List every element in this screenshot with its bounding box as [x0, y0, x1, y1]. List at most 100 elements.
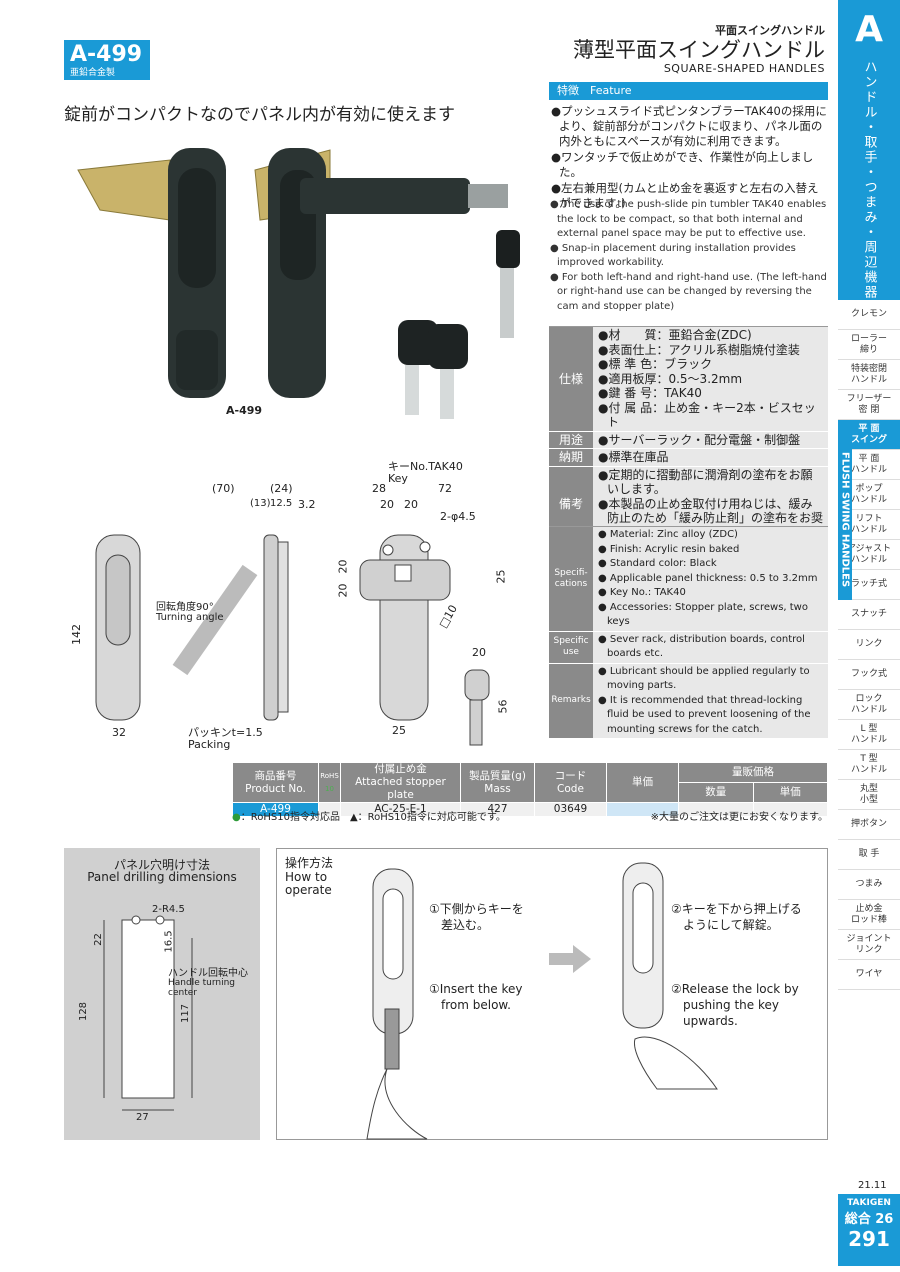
- spec-material: ●材 質：亜鉛合金(ZDC): [598, 328, 752, 342]
- packing-label: パッキンt=1.5: [188, 726, 263, 739]
- side-index-item[interactable]: フリーザー 密 閉: [838, 390, 900, 420]
- spec-accessories: ●付 属 品：止め金・キー2本・ビスセット: [598, 400, 816, 430]
- spec-thickness: ●適用板厚：0.5〜3.2mm: [598, 371, 743, 386]
- side-index-item[interactable]: 特装密閉 ハンドル: [838, 360, 900, 390]
- side-index-item[interactable]: L 型 ハンドル: [838, 720, 900, 750]
- cell-product: A-499: [232, 802, 319, 817]
- dim-3-2: 3.2: [298, 498, 316, 511]
- side-index-item[interactable]: ラッチ式: [838, 570, 900, 600]
- front-view-drawing: [359, 534, 451, 721]
- feature-jp-2: ●ワンタッチで仮止めができ、作業性が向上しました。: [551, 150, 814, 179]
- side-index-item[interactable]: 丸型 小型: [838, 780, 900, 810]
- side-index-item[interactable]: リフト ハンドル: [838, 510, 900, 540]
- drill-dim-16-5: 16.5: [163, 930, 175, 953]
- remark-en-1: ● Lubricant should be applied regularly …: [598, 665, 810, 692]
- side-vertical-label: FLUSH SWING HANDLES: [838, 440, 852, 600]
- spec-en-thickness: ● Applicable panel thickness: 0.5 to 3.2…: [598, 572, 818, 584]
- side-index-item[interactable]: アジャスト ハンドル: [838, 540, 900, 570]
- feature-jp-1: ●プッシュスライド式ピンタンブラーTAK40の採用により、錠前部分がコンパクトに…: [551, 104, 827, 148]
- headline: 錠前がコンパクトなのでパネル内が有効に使えます: [64, 105, 455, 125]
- footer-page-tab: TAKIGEN 総合 26 291: [838, 1194, 900, 1266]
- dim-20a: 20: [380, 498, 394, 511]
- operation-drawing: [366, 862, 718, 1140]
- side-index-item[interactable]: ローラー 締り: [838, 330, 900, 360]
- col-price: 単価: [606, 762, 679, 803]
- handle-photo-open: [254, 148, 520, 398]
- col-mass: 製品質量(g)Mass: [460, 762, 535, 803]
- feature-en-3: ● For both left-hand and right-hand use.…: [550, 271, 827, 312]
- spec-color: ●標 準 色：ブラック: [598, 357, 713, 371]
- use-value-en: ● Sever rack, distribution boards, contr…: [593, 631, 828, 664]
- side-index-item[interactable]: ワイヤ: [838, 960, 900, 990]
- turning-angle-label-en: Turning angle: [156, 612, 224, 623]
- footer-volume: 総合 26: [844, 1212, 894, 1227]
- col-qty: 数量: [678, 782, 754, 803]
- drill-radius: 2-R4.5: [152, 904, 185, 915]
- dim-13: (13): [250, 498, 271, 509]
- section-letter: A: [838, 0, 900, 60]
- dim-25: 25: [494, 569, 508, 584]
- remarks-label-en: Remarks: [549, 663, 593, 739]
- drill-dim-117: 117: [180, 1003, 192, 1024]
- cell-code: 03649: [534, 802, 607, 817]
- col-unit: 単価: [752, 782, 828, 803]
- feature-en-1: ● The use of the push-slide pin tumbler …: [550, 199, 827, 239]
- dim-56: 56: [496, 699, 510, 714]
- handle-photo-closed: [77, 148, 226, 398]
- side-index-item[interactable]: ロック ハンドル: [838, 690, 900, 720]
- side-index-item[interactable]: 取 手: [838, 840, 900, 870]
- side-index-item[interactable]: 止め金 ロッド棒: [838, 900, 900, 930]
- page-title: 薄型平面スイングハンドル: [573, 38, 825, 62]
- side-view-drawing: [95, 534, 289, 721]
- key-label-en: Key: [388, 472, 408, 485]
- cell-price: [606, 802, 679, 817]
- side-index-item[interactable]: フック式: [838, 660, 900, 690]
- spec-label-en: Specifi- cations: [549, 527, 593, 632]
- dim-12-5: 12.5: [270, 498, 293, 509]
- drill-center-jp: ハンドル回転中心: [168, 968, 248, 979]
- side-index-item[interactable]: スナッチ: [838, 600, 900, 630]
- feature-list-jp: ●プッシュスライド式ピンタンブラーTAK40の採用により、錠前部分がコンパクトに…: [549, 104, 828, 212]
- side-index-item[interactable]: つまみ: [838, 870, 900, 900]
- footer-brand: TAKIGEN: [847, 1198, 891, 1208]
- cell-stopper: AC-25-E-1: [340, 802, 461, 817]
- dim-20c: 20: [336, 559, 350, 574]
- dim-20e: 20: [472, 646, 486, 659]
- drill-title-jp: パネル穴明け寸法: [113, 858, 210, 872]
- dim-70: (70): [212, 482, 235, 495]
- side-index-item[interactable]: T 型 ハンドル: [838, 750, 900, 780]
- packing-label-en: Packing: [188, 738, 231, 751]
- key-photo: [398, 320, 468, 419]
- side-index-item[interactable]: 押ボタン: [838, 810, 900, 840]
- category-label: 平面スイングハンドル: [715, 24, 825, 37]
- side-index-item[interactable]: ジョイント リンク: [838, 930, 900, 960]
- drill-dim-128: 128: [78, 1001, 90, 1022]
- side-index-item[interactable]: ポップ ハンドル: [838, 480, 900, 510]
- side-index: クレモンローラー 締り特装密閉 ハンドルフリーザー 密 閉平 面 スイング平 面…: [838, 300, 900, 990]
- spec-table-en: Specifi- cations ● Material: Zinc alloy …: [549, 526, 828, 739]
- use-text: ●サーバーラック・配分電盤・制御盤: [598, 432, 801, 447]
- remark-en-2: ● It is recommended that thread-locking …: [598, 694, 811, 735]
- dim-25b: 25: [392, 724, 406, 737]
- spec-key: ●鍵 番 号：TAK40: [598, 386, 702, 400]
- step2-en: ②Release the lock by pushing the key upw…: [671, 982, 799, 1028]
- page-number: 291: [848, 1227, 890, 1251]
- spec-finish: ●表面仕上：アクリル系樹脂焼付塗装: [598, 342, 800, 357]
- side-index-item[interactable]: 平 面 ハンドル: [838, 450, 900, 480]
- dim-20b: 20: [404, 498, 418, 511]
- product-figure-label: A-499: [226, 404, 263, 417]
- material-note: 亜鉛合金製: [70, 68, 116, 78]
- spec-values-en: ● Material: Zinc alloy (ZDC) ● Finish: A…: [593, 527, 828, 632]
- side-index-item[interactable]: リンク: [838, 630, 900, 660]
- footer-date: 21.11: [858, 1180, 887, 1191]
- drill-dim-27: 27: [136, 1112, 149, 1123]
- step1-en: ①Insert the key from below.: [429, 982, 523, 1012]
- operation-box: 操作方法 How to operate ①下側からキーを 差込む。 ①Inser…: [276, 848, 828, 1140]
- drill-title-en: Panel drilling dimensions: [87, 870, 237, 884]
- side-index-item[interactable]: クレモン: [838, 300, 900, 330]
- feature-list-en: ● The use of the push-slide pin tumbler …: [549, 198, 828, 314]
- spec-en-key: ● Key No.: TAK40: [598, 587, 686, 598]
